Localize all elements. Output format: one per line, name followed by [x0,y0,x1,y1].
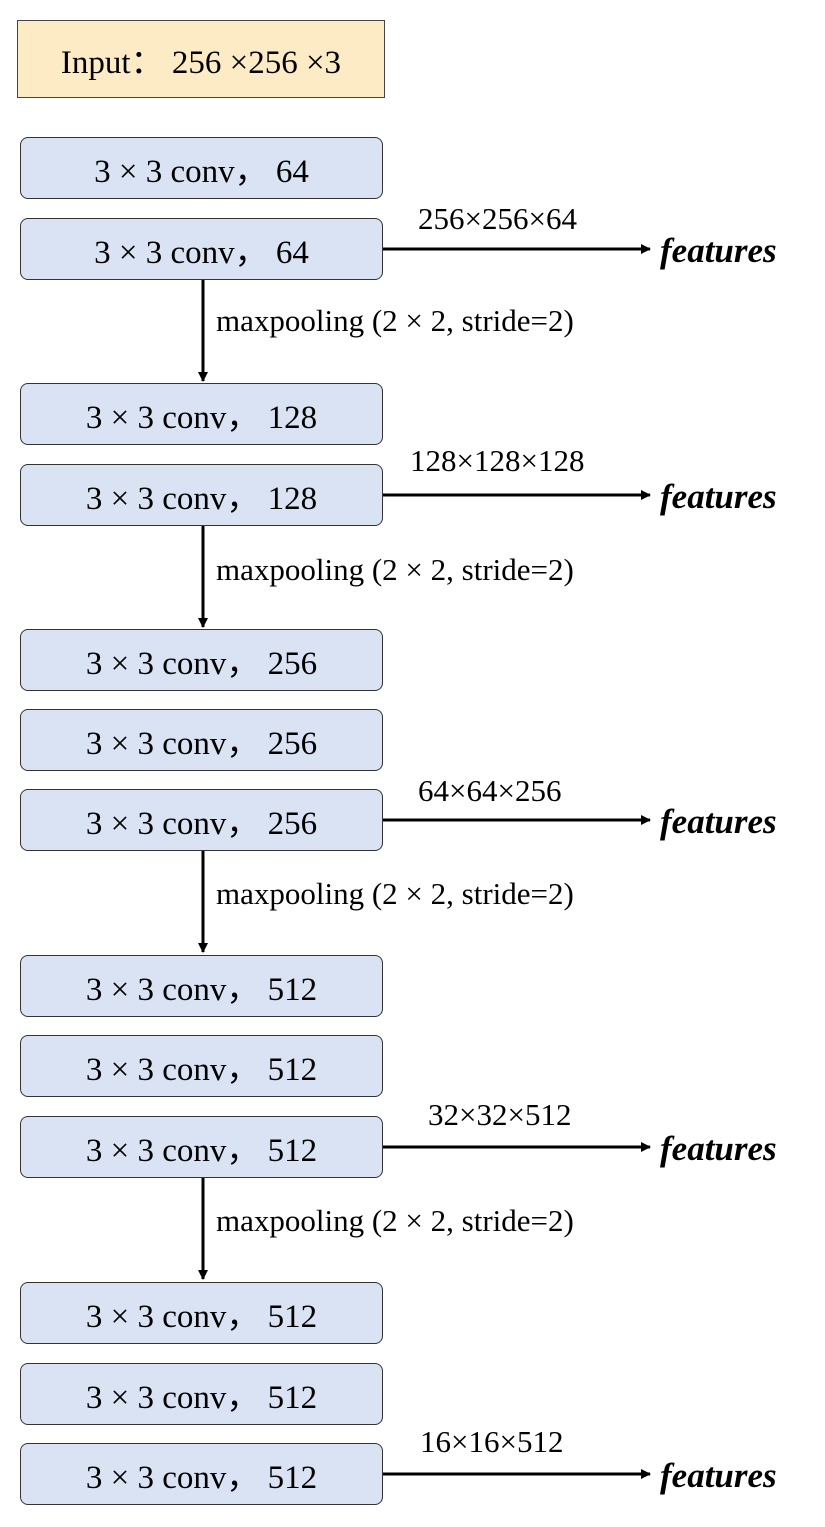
conv-layer: 3 × 3 conv， 64 [20,218,383,280]
conv-layer: 3 × 3 conv， 512 [20,1116,383,1178]
maxpool-label: maxpooling (2 × 2, stride=2) [216,876,574,911]
feature-dim-label: 128×128×128 [410,443,585,478]
features-label: features [660,1456,777,1495]
conv-layer: 3 × 3 conv， 512 [20,1035,383,1097]
conv-layer: 3 × 3 conv， 256 [20,789,383,851]
input-box: Input： 256 ×256 ×3 [17,20,385,98]
conv-layer: 3 × 3 conv， 512 [20,1363,383,1425]
maxpool-label: maxpooling (2 × 2, stride=2) [216,1203,574,1238]
maxpool-label: maxpooling (2 × 2, stride=2) [216,552,574,587]
feature-dim-label: 32×32×512 [428,1097,572,1132]
features-label: features [660,231,777,270]
maxpool-label: maxpooling (2 × 2, stride=2) [216,303,574,338]
features-label: features [660,477,777,516]
conv-layer: 3 × 3 conv， 128 [20,383,383,445]
feature-dim-label: 256×256×64 [418,201,577,236]
conv-layer: 3 × 3 conv， 128 [20,464,383,526]
conv-layer: 3 × 3 conv， 64 [20,137,383,199]
conv-layer: 3 × 3 conv， 512 [20,1443,383,1505]
conv-layer: 3 × 3 conv， 256 [20,709,383,771]
conv-layer: 3 × 3 conv， 512 [20,1282,383,1344]
features-label: features [660,1129,777,1168]
feature-dim-label: 16×16×512 [420,1424,564,1459]
conv-layer: 3 × 3 conv， 512 [20,955,383,1017]
features-label: features [660,802,777,841]
conv-layer: 3 × 3 conv， 256 [20,629,383,691]
feature-dim-label: 64×64×256 [418,773,562,808]
